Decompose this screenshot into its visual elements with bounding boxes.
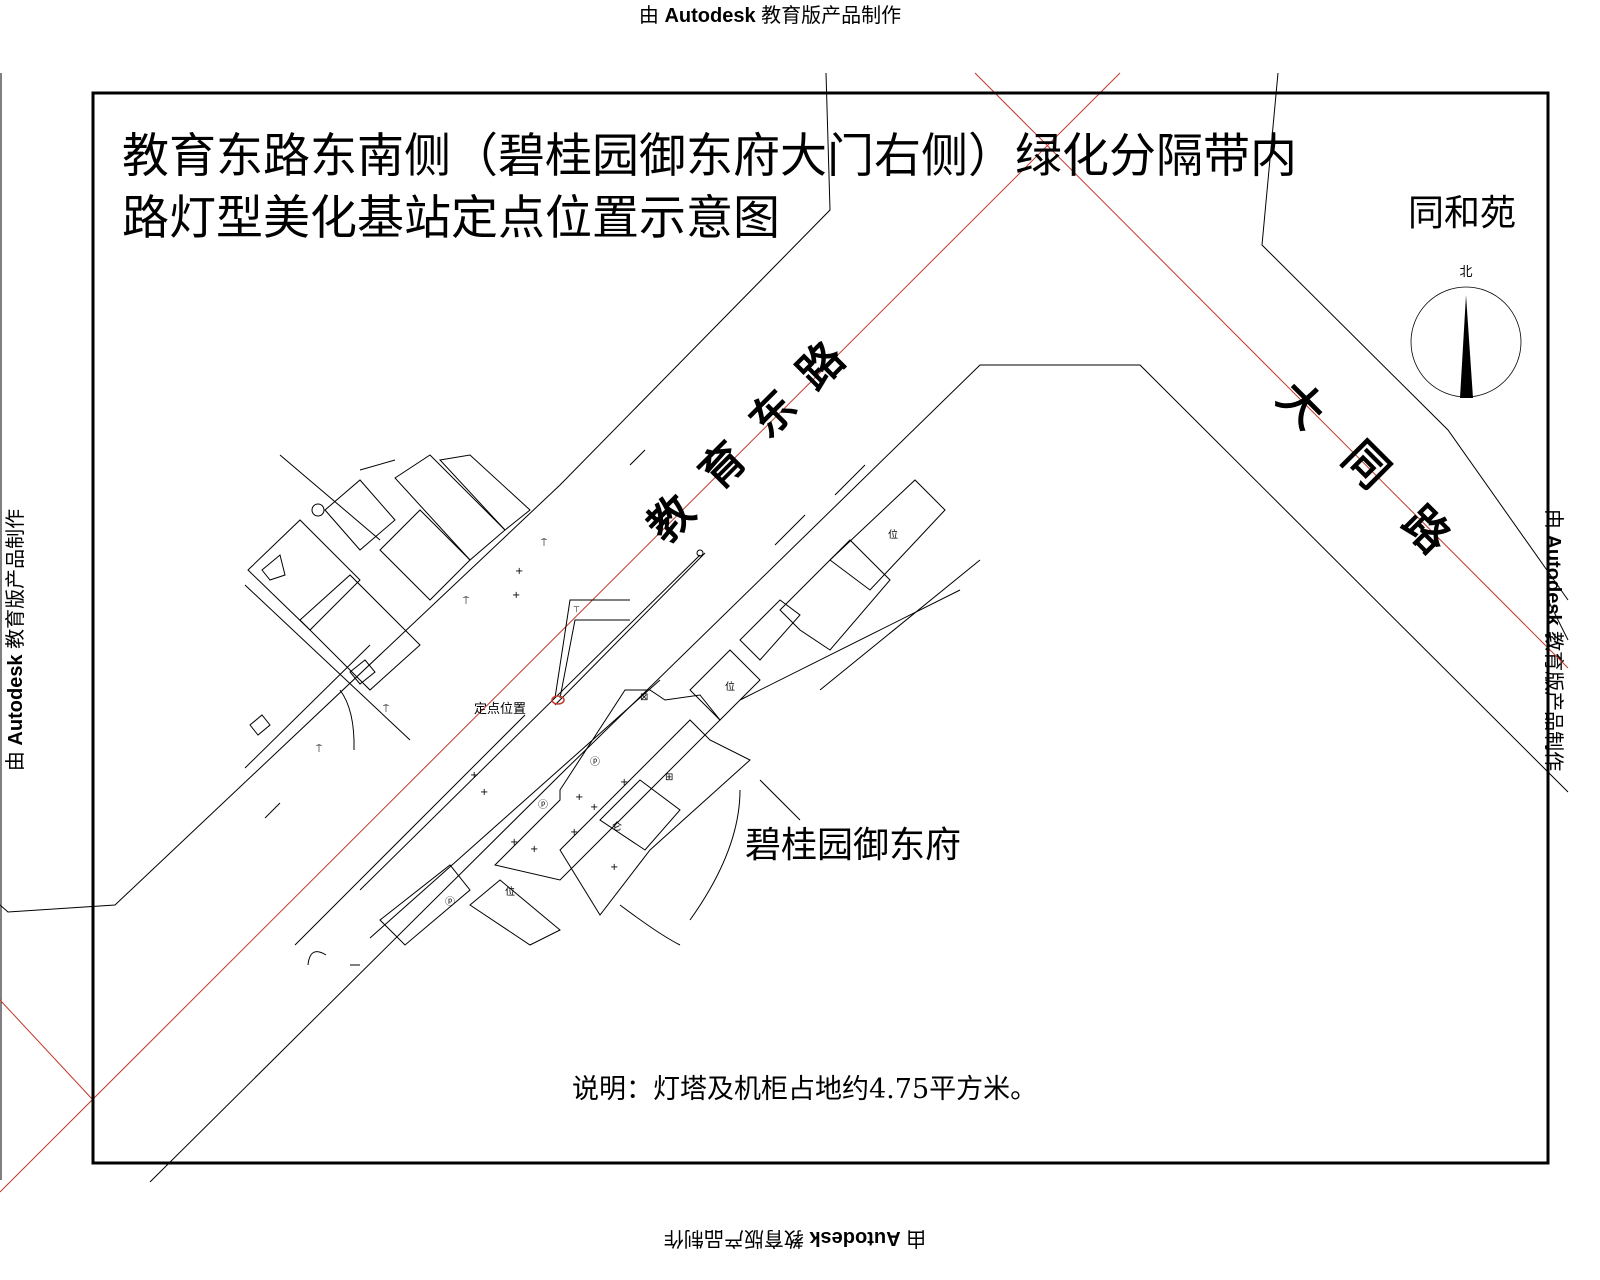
note-text: 说明：灯塔及机柜占地约4.75平方米。 <box>572 1074 1037 1105</box>
svg-text:ⓟ: ⓟ <box>538 799 548 811</box>
svg-text:⊞: ⊞ <box>665 772 673 783</box>
watermark-right: 由 Autodesk 教育版产品制作 <box>1542 509 1565 771</box>
label-biguiyuan-yudongfu: 碧桂园御东府 <box>745 825 961 866</box>
title-line-2: 路灯型美化基站定点位置示意图 <box>122 191 780 246</box>
building-blocks-northwest <box>244 454 531 751</box>
guide-line-b <box>974 72 1569 669</box>
watermark-top: 由 Autodesk 教育版产品制作 <box>639 4 901 27</box>
road-char: 大 <box>1267 372 1334 439</box>
lane-markings <box>244 449 866 966</box>
svg-text:+: + <box>530 844 538 855</box>
svg-text:+: + <box>570 827 578 838</box>
compass-north-label: 北 <box>1459 265 1472 280</box>
edge-stub <box>1547 599 1569 641</box>
svg-text:+: + <box>620 777 628 788</box>
site-marker-detail: ⊤ <box>551 549 706 706</box>
svg-text:⍑: ⍑ <box>383 704 389 715</box>
road-char: 教 <box>638 486 705 553</box>
svg-text:⍑: ⍑ <box>316 744 322 755</box>
guide-line-a <box>0 72 1121 1193</box>
watermark-bottom: 由 Autodesk 教育版产品制作 <box>664 1227 926 1250</box>
annotation-1: ⊤ <box>573 605 580 614</box>
svg-text:+: + <box>515 566 523 577</box>
svg-text:位: 位 <box>725 680 735 693</box>
svg-text:位: 位 <box>505 885 515 898</box>
site-location-marker <box>551 695 565 705</box>
svg-text:+: + <box>575 792 583 803</box>
drawing-frame <box>91 91 1550 1165</box>
title-line-1: 教育东路东南侧（碧桂园御东府大门右侧）绿化分隔带内 <box>122 129 1297 184</box>
road-char: 路 <box>1392 497 1460 565</box>
svg-text:⊠: ⊠ <box>640 692 648 703</box>
building-blocks-southeast <box>379 479 981 946</box>
svg-text:+: + <box>610 862 618 873</box>
road-label-datong: 大 同 路 <box>1267 372 1460 565</box>
road-char: 育 <box>690 433 757 500</box>
svg-text:+: + <box>470 770 478 781</box>
watermark-left: 由 Autodesk 教育版产品制作 <box>4 509 27 771</box>
svg-text:+: + <box>512 590 520 601</box>
road-north-edge <box>0 72 831 913</box>
svg-text:位: 位 <box>888 528 898 541</box>
svg-text:⍑: ⍑ <box>541 538 547 549</box>
svg-text:ⓟ: ⓟ <box>590 756 600 768</box>
guide-line-c <box>0 999 94 1101</box>
north-arrow-icon: 北 <box>1410 265 1522 398</box>
svg-text:+: + <box>590 802 598 813</box>
road-label-jiaoyu-east: 教 育 东 路 <box>638 332 856 553</box>
road-south-edge <box>149 364 1569 1183</box>
svg-text:⍑: ⍑ <box>463 596 469 607</box>
svg-text:+: + <box>480 787 488 798</box>
road-char: 路 <box>788 332 856 400</box>
site-marker-label: 定点位置 <box>474 702 526 717</box>
datong-road-east-edge <box>1261 72 1569 601</box>
svg-text:+: + <box>510 837 518 848</box>
label-tonghe-yuan: 同和苑 <box>1408 193 1516 234</box>
svg-text:仑: 仑 <box>612 820 622 833</box>
map-symbols: ⍑⍑⍑⍑ ++++ ++++ ⓟⓟⓟ +++ 位位仑 ⊞⊠位 <box>316 528 898 908</box>
road-char: 东 <box>740 381 807 448</box>
svg-text:ⓟ: ⓟ <box>445 896 455 908</box>
